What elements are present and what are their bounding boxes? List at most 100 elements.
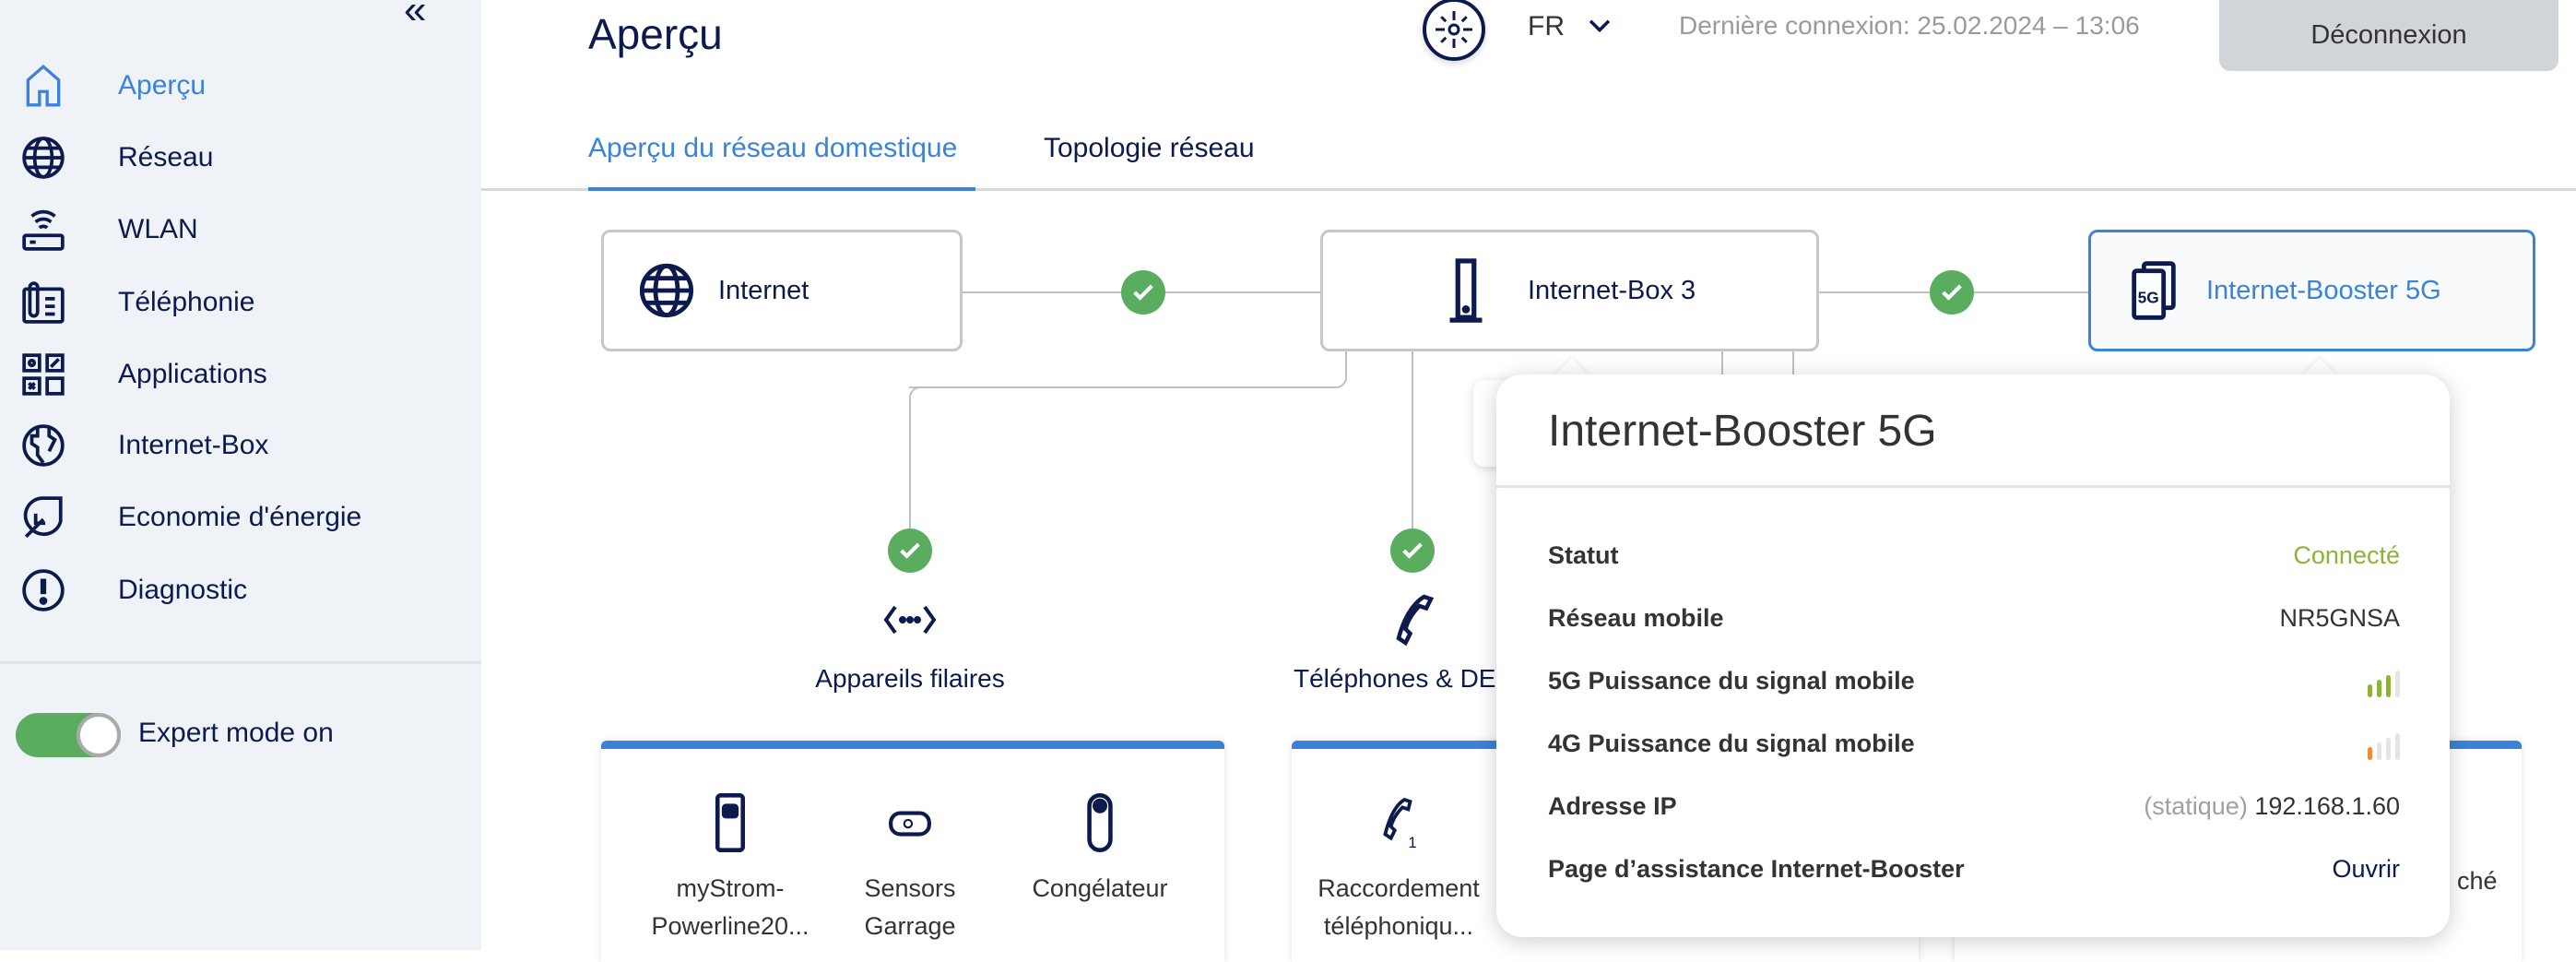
row-label: Adresse IP [1548, 792, 1677, 820]
sidebar-item-energie[interactable]: Economie d'énergie [0, 485, 481, 550]
sidebar-item-reseau[interactable]: Réseau [0, 125, 481, 190]
signal-bar [2395, 671, 2400, 697]
popover-title: Internet-Booster 5G [1548, 407, 1937, 456]
tab-apercu-reseau[interactable]: Aperçu du réseau domestique [588, 133, 958, 163]
handset-icon [1396, 594, 1435, 647]
sidebar-item-label: WLAN [118, 214, 198, 244]
row-ip: Adresse IP (statique) 192.168.1.60 [1548, 792, 2400, 829]
svg-text:5G: 5G [2138, 288, 2159, 306]
sidebar-item-label: Aperçu [118, 70, 207, 101]
globe-icon [22, 137, 65, 179]
device-label: Raccordement téléphoniqu... [1318, 874, 1480, 940]
group-label-wired[interactable]: Appareils filaires [815, 664, 1005, 693]
smart-plug-icon [1087, 793, 1113, 852]
sidebar-item-diagnostic[interactable]: Diagnostic [0, 558, 481, 623]
row-label: Page d’assistance Internet-Booster [1548, 855, 1965, 883]
connection-line [1792, 351, 1794, 388]
connection-line [1721, 351, 1723, 388]
node-label: Internet-Booster 5G [2206, 275, 2441, 305]
alert-icon [22, 569, 65, 612]
sidebar: « Aperçu Réseau WLAN Téléphonie Applicat… [0, 0, 481, 950]
collapse-sidebar-icon[interactable]: « [404, 0, 427, 32]
toggle-knob [77, 713, 121, 757]
wifi-router-icon [22, 209, 65, 251]
sidebar-item-label: Economie d'énergie [118, 502, 362, 532]
booster-5g-icon: 5G [2132, 261, 2176, 320]
status-ok-icon [1121, 270, 1165, 315]
popover-divider [1496, 485, 2450, 488]
device-label: myStrom-Powerline20... [651, 874, 809, 940]
sidebar-item-label: Applications [118, 359, 267, 389]
connection-line [909, 351, 1347, 388]
apps-icon [22, 353, 65, 396]
tab-topologie[interactable]: Topologie réseau [1044, 133, 1255, 163]
ip-type: (statique) [2144, 792, 2248, 820]
node-internet[interactable]: Internet [601, 230, 963, 351]
connection-line [909, 386, 922, 529]
globe-icon [639, 263, 694, 318]
handset-line-1-icon: 1 [1383, 797, 1417, 851]
signal-bar [2377, 680, 2381, 697]
expert-mode-label: Expert mode on [138, 718, 334, 748]
row-label: Statut [1548, 541, 1619, 569]
row-4g-signal: 4G Puissance du signal mobile [1548, 730, 2400, 766]
theme-toggle-button[interactable] [1423, 0, 1485, 61]
sidebar-item-label: Téléphonie [118, 287, 255, 317]
powerline-icon [715, 793, 745, 852]
wired-devices-card [601, 741, 1224, 962]
phone-icon [22, 281, 65, 324]
active-tab-underline [588, 187, 975, 191]
signal-bar [2368, 684, 2372, 697]
device-label: Sensors Garrage [864, 874, 956, 940]
device-label: ché [2457, 867, 2498, 895]
device-congelateur[interactable]: Congélateur [1008, 793, 1192, 908]
sidebar-item-wlan[interactable]: WLAN [0, 197, 481, 262]
sidebar-divider [0, 661, 481, 664]
signal-bar [2386, 738, 2391, 760]
row-label: 4G Puissance du signal mobile [1548, 730, 1915, 757]
signal-bar [2368, 747, 2372, 760]
sidebar-item-label: Réseau [118, 142, 214, 172]
expert-mode-toggle[interactable] [16, 713, 121, 757]
signal-bars-4g-icon [2368, 733, 2400, 760]
device-sensors[interactable]: Sensors Garrage [841, 793, 979, 945]
sidebar-item-apercu[interactable]: Aperçu [0, 53, 481, 118]
node-label: Internet-Box 3 [1528, 275, 1696, 305]
network-value: NR5GNSA [2279, 604, 2400, 632]
sidebar-item-internet-box[interactable]: Internet-Box [0, 413, 481, 478]
row-5g-signal: 5G Puissance du signal mobile [1548, 667, 2400, 704]
row-reseau-mobile: Réseau mobile NR5GNSA [1548, 604, 2400, 641]
open-assistance-link[interactable]: Ouvrir [2332, 855, 2401, 883]
tabs-divider [481, 188, 2576, 191]
language-select[interactable]: FR [1528, 11, 1565, 42]
router-icon [1449, 258, 1483, 323]
row-label: Réseau mobile [1548, 604, 1724, 632]
device-raccordement[interactable]: 1 Raccordement téléphoniqu... [1316, 793, 1482, 945]
row-label: 5G Puissance du signal mobile [1548, 667, 1915, 695]
chevron-down-icon[interactable] [1584, 9, 1615, 41]
status-ok-icon [1390, 529, 1435, 573]
sidebar-item-label: Diagnostic [118, 575, 248, 605]
device-label: Congélateur [1032, 874, 1168, 902]
group-label-phones[interactable]: Téléphones & DE [1294, 664, 1496, 693]
node-internet-box[interactable]: Internet-Box 3 [1320, 230, 1819, 351]
node-label: Internet [718, 275, 809, 305]
home-icon [26, 64, 61, 107]
sidebar-item-applications[interactable]: Applications [0, 342, 481, 407]
signal-bar [2377, 742, 2381, 760]
sidebar-item-telephonie[interactable]: Téléphonie [0, 270, 481, 335]
signal-bar [2386, 675, 2391, 697]
signal-bars-5g-icon [2368, 671, 2400, 697]
device-mystrom[interactable]: myStrom-Powerline20... [638, 793, 822, 945]
status-ok-icon [1930, 270, 1974, 315]
internet-box-icon [22, 424, 65, 467]
ip-value: 192.168.1.60 [2254, 792, 2400, 820]
status-ok-icon [888, 529, 932, 573]
sun-icon [1436, 11, 1472, 48]
sensor-icon [889, 811, 931, 837]
node-internet-booster[interactable]: 5G Internet-Booster 5G [2088, 230, 2535, 351]
last-login: Dernière connexion: 25.02.2024 – 13:06 [1679, 11, 2140, 40]
logout-button[interactable]: Déconnexion [2219, 0, 2558, 71]
